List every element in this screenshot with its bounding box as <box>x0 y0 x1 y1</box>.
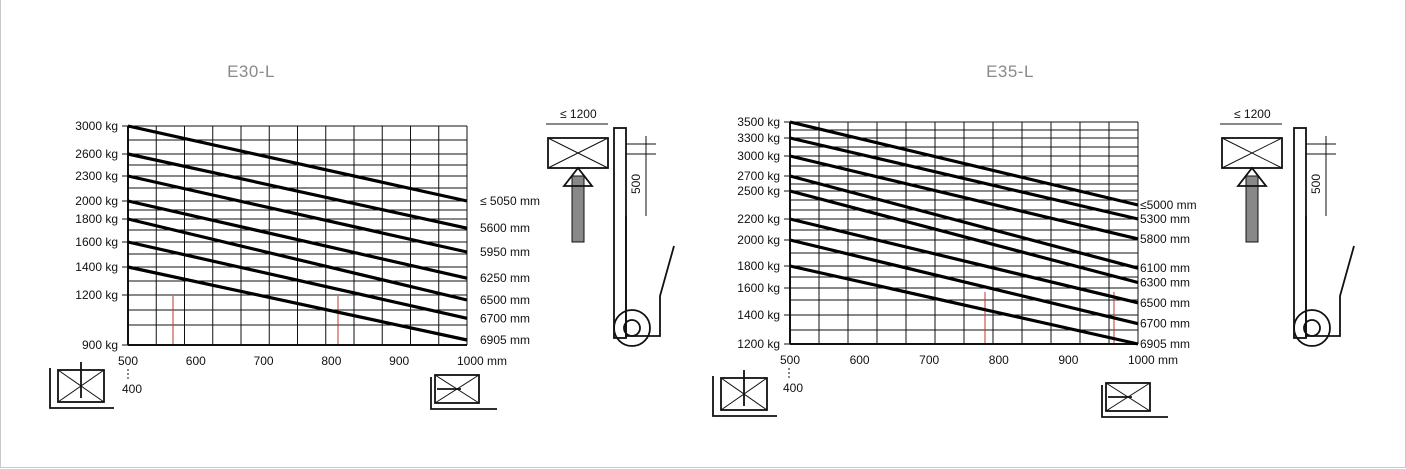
mast <box>613 127 627 339</box>
forklift-diagram-icon: ≤ 1200 500 <box>546 107 675 347</box>
series-label: ≤ 5050 mm <box>480 194 540 208</box>
x-tick-label: 600 <box>850 353 870 367</box>
forklift-diagram-icon: ≤ 1200 500 <box>1220 107 1355 347</box>
wheel-icon <box>613 309 651 347</box>
lift-arrow-up-icon <box>1236 166 1268 187</box>
series-line <box>127 217 468 302</box>
series-line <box>789 154 1139 241</box>
chart-title-e35: E35-L <box>986 62 1034 81</box>
y-tick-label: 2000 kg <box>737 233 780 247</box>
y-tick-label: 2600 kg <box>75 147 118 161</box>
x-tick-label: 700 <box>254 354 274 368</box>
series-line <box>789 189 1139 285</box>
wheel-hub <box>1303 319 1321 337</box>
series-label: 5800 mm <box>1140 232 1190 246</box>
y-tick-label: 3000 kg <box>75 119 118 133</box>
x-tick-label: 500 <box>780 353 800 367</box>
series-line <box>127 265 468 342</box>
chart-title-e30: E30-L <box>227 62 275 81</box>
series-line <box>789 136 1139 221</box>
series-line <box>127 199 468 280</box>
load-centre-icon-left <box>49 362 114 409</box>
series-line <box>127 124 468 203</box>
y-tick-label: 900 kg <box>82 338 118 352</box>
y-tick-label: 1200 kg <box>75 288 118 302</box>
origin-label: 400 <box>122 382 142 396</box>
fork-outline <box>1101 385 1168 418</box>
pallet-box <box>1105 382 1151 412</box>
pallet-box <box>434 374 480 404</box>
series-label: 6700 mm <box>480 311 530 325</box>
y-tick-label: 3500 kg <box>737 115 780 129</box>
width-label: ≤ 1200 <box>1234 107 1271 121</box>
y-tick-label: 3000 kg <box>737 149 780 163</box>
y-tick-label: 1400 kg <box>737 308 780 322</box>
x-tick-label: 1000 mm <box>1128 353 1178 367</box>
x-tick-label: 700 <box>919 353 939 367</box>
x-tick-label: 800 <box>989 353 1009 367</box>
origin-label: 400 <box>783 381 803 395</box>
mast <box>1293 127 1307 339</box>
series-label: 6250 mm <box>480 271 530 285</box>
lift-arrow-up-icon <box>562 166 594 187</box>
load-centre-icon-right <box>430 374 497 410</box>
series-label: 5300 mm <box>1140 212 1190 226</box>
series-line <box>789 174 1139 270</box>
series-label: 5950 mm <box>480 245 530 259</box>
series-label: ≤5000 mm <box>1140 198 1197 212</box>
load-diag <box>1221 137 1283 169</box>
series-label: 5600 mm <box>480 221 530 235</box>
y-tick-label: 1400 kg <box>75 260 118 274</box>
y-tick-label: 1800 kg <box>75 212 118 226</box>
series-label: 6500 mm <box>1140 296 1190 310</box>
fork-outline <box>712 376 777 417</box>
y-tick-label: 1600 kg <box>75 235 118 249</box>
series-line <box>789 238 1139 326</box>
lift-arrow-shaft <box>571 175 585 243</box>
series-label: 6300 mm <box>1140 276 1190 290</box>
load-centre-icon-right <box>1101 382 1168 418</box>
y-tick-label: 2300 kg <box>75 169 118 183</box>
y-tick-label: 1200 kg <box>737 337 780 351</box>
width-label: ≤ 1200 <box>560 107 597 121</box>
series-label: 6100 mm <box>1140 261 1190 275</box>
lift-arrow-shaft <box>1245 175 1259 243</box>
series-label: 6700 mm <box>1140 317 1190 331</box>
series-line <box>127 174 468 254</box>
x-tick-label: 600 <box>186 354 206 368</box>
height-label: 500 <box>629 174 643 194</box>
fork-outline <box>49 368 114 409</box>
fork-outline <box>430 377 497 410</box>
x-tick-label: 500 <box>118 354 138 368</box>
series-label: 6905 mm <box>1140 337 1190 351</box>
x-tick-label: 900 <box>1058 353 1078 367</box>
y-tick-label: 3300 kg <box>737 131 780 145</box>
truck-body-outline <box>625 216 675 337</box>
y-tick-label: 2200 kg <box>737 212 780 226</box>
y-tick-label: 1600 kg <box>737 281 780 295</box>
y-tick-label: 1800 kg <box>737 259 780 273</box>
y-tick-label: 2500 kg <box>737 184 780 198</box>
truck-body-outline <box>1305 216 1355 337</box>
wheel-hub <box>623 319 641 337</box>
wheel-icon <box>1293 309 1331 347</box>
chart-e30-l: 3000 kg 2600 kg 2300 kg 2000 kg 1800 kg 1600 … <box>49 107 675 410</box>
series-line <box>127 240 468 320</box>
y-tick-label: 2700 kg <box>737 169 780 183</box>
series-line <box>789 120 1139 207</box>
series-label: 6905 mm <box>480 333 530 347</box>
x-tick-label: 1000 mm <box>457 354 507 368</box>
series-line <box>789 264 1139 346</box>
x-tick-label: 800 <box>321 354 341 368</box>
load-centre-icon-left <box>712 370 777 417</box>
height-label: 500 <box>1309 174 1323 194</box>
series-line <box>127 152 468 230</box>
x-tick-label: 900 <box>389 354 409 368</box>
series-label: 6500 mm <box>480 293 530 307</box>
y-tick-label: 2000 kg <box>75 194 118 208</box>
series-line <box>789 217 1139 305</box>
load-diag <box>547 137 609 169</box>
